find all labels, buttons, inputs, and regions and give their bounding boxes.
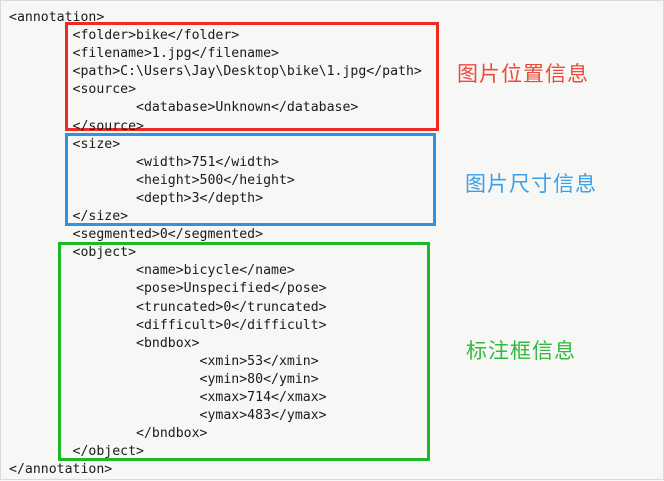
highlight-box-location: [65, 22, 439, 131]
highlight-box-bndbox: [58, 242, 430, 461]
highlight-box-size: [65, 133, 436, 226]
xml-line: </annotation>: [9, 462, 113, 478]
label-image-size-info: 图片尺寸信息: [465, 172, 597, 196]
label-image-location-info: 图片位置信息: [457, 62, 589, 86]
label-bounding-box-info: 标注框信息: [466, 339, 576, 363]
